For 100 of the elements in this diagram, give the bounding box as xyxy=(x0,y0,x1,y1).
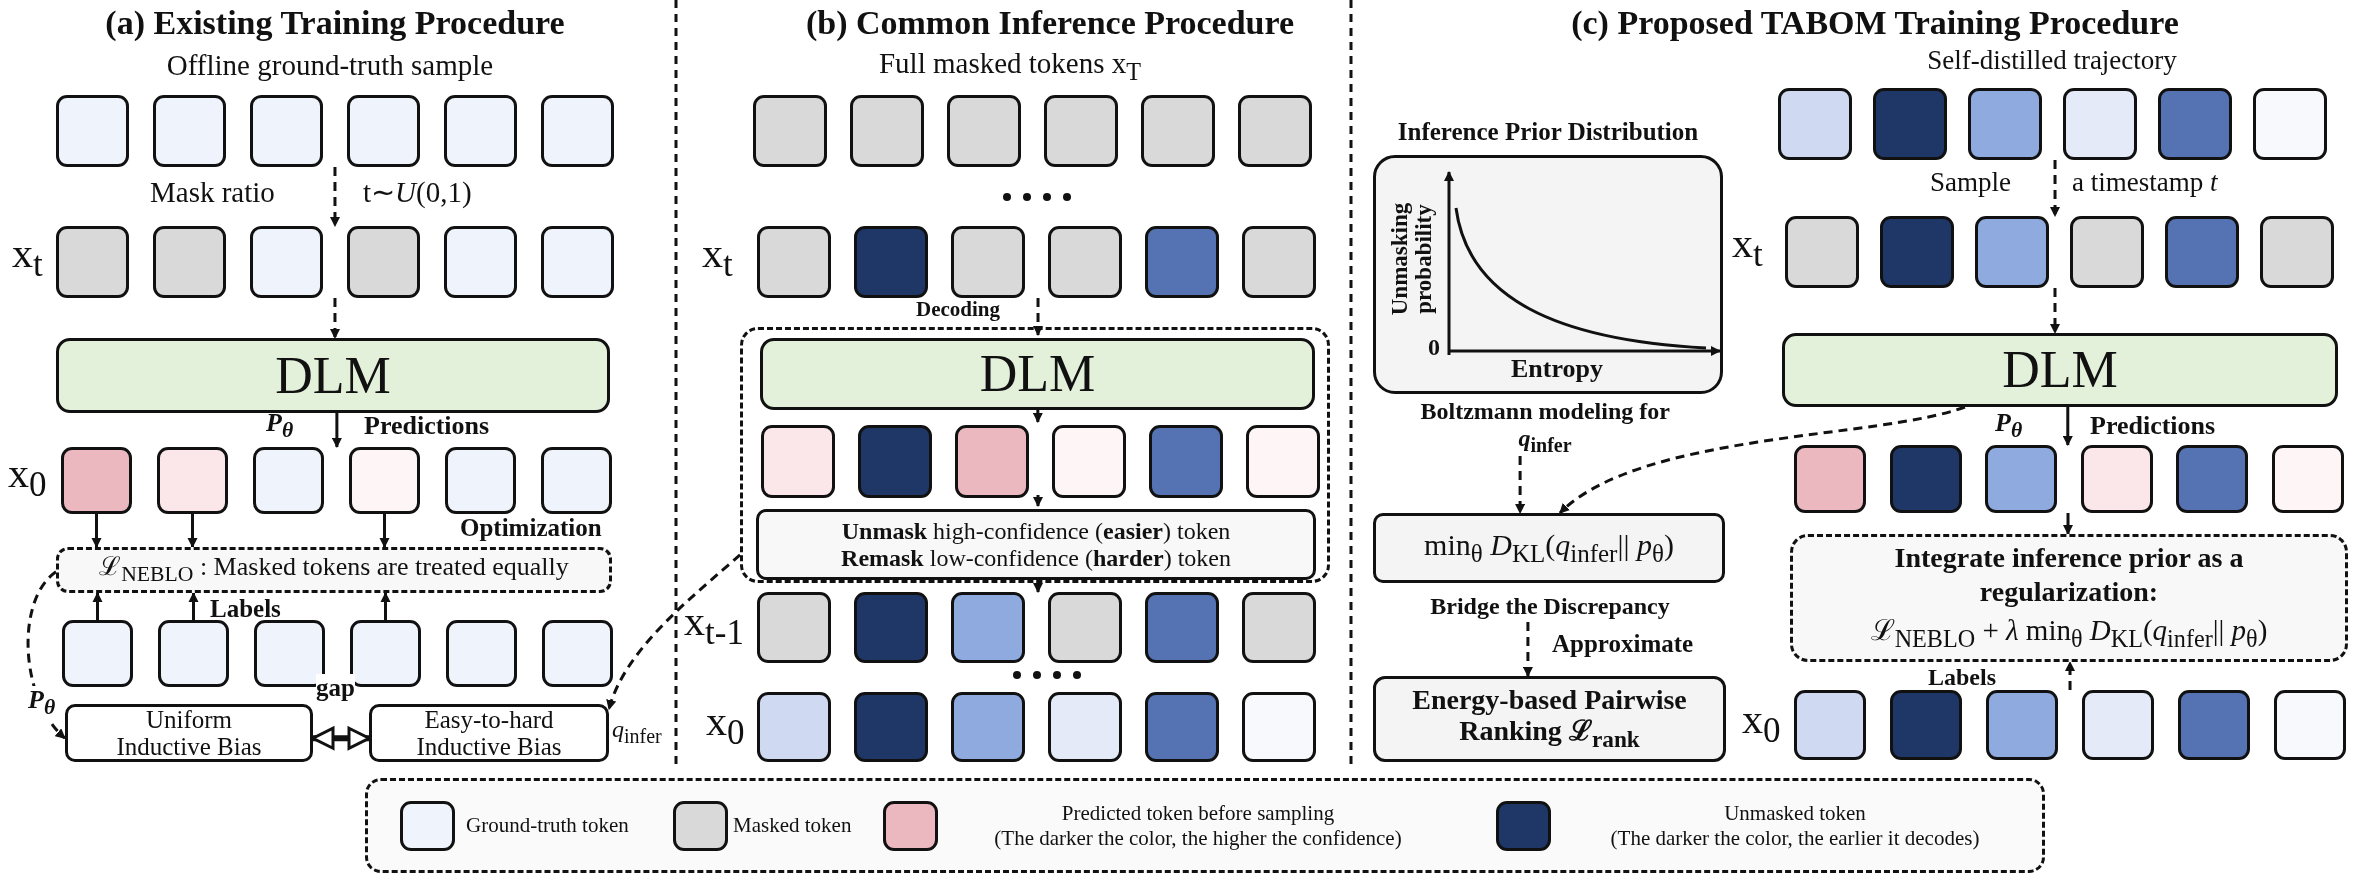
token-square xyxy=(2165,216,2239,288)
token-square xyxy=(2082,690,2154,760)
row-label: x$_{t}$ xyxy=(12,230,43,285)
token-square xyxy=(1145,592,1219,663)
token-square xyxy=(1242,226,1316,298)
token-square xyxy=(955,425,1029,498)
token-square xyxy=(951,692,1025,762)
token-square xyxy=(1145,692,1219,762)
token-square xyxy=(1880,216,1954,288)
regularization-text: Integrate inference prior as a regularization: xyxy=(1893,541,2245,609)
token-square xyxy=(444,95,517,167)
token-square xyxy=(2176,445,2248,513)
token-square xyxy=(61,447,132,514)
arrow xyxy=(92,592,103,620)
token-square xyxy=(157,447,228,514)
row-label: x$_{t}$ xyxy=(702,230,733,285)
arrow xyxy=(188,592,199,620)
row-label: x$_{t-1}$ xyxy=(684,598,744,653)
double-arrow xyxy=(311,726,371,750)
model-box: DLM xyxy=(56,338,610,413)
inductive-bias-box: Uniform Inductive Bias xyxy=(65,704,313,762)
row-caption: Full masked tokens x$_{T}$ xyxy=(878,48,1142,86)
legend-text: Ground-truth token xyxy=(466,813,629,839)
row-label: x$_{t}$ xyxy=(1732,220,1763,275)
token-square xyxy=(858,425,932,498)
token-square xyxy=(153,226,226,298)
edge-label: Decoding xyxy=(916,298,1000,322)
token-square xyxy=(1968,88,2042,160)
token-square xyxy=(253,447,324,514)
token-square xyxy=(1986,690,2058,760)
token-square xyxy=(1141,95,1215,167)
annotation-text: Predictions xyxy=(364,412,490,441)
inductive-bias-box: Easy-to-hard Inductive Bias xyxy=(369,704,609,762)
token-square xyxy=(757,592,831,663)
token-square xyxy=(761,425,835,498)
edge-label: P$_{θ}$ xyxy=(28,686,56,720)
token-square xyxy=(541,95,614,167)
token-square xyxy=(951,592,1025,663)
token-square xyxy=(850,95,924,167)
math-symbol: P$_{θ}$ xyxy=(1995,409,2023,443)
token-square xyxy=(347,95,420,167)
token-square xyxy=(62,620,133,687)
token-square xyxy=(541,447,612,514)
token-square xyxy=(153,95,226,167)
token-square xyxy=(1785,216,1859,288)
token-square xyxy=(2158,88,2232,160)
annotation-text: Boltzmann modeling for q$_{infer}$ xyxy=(1395,398,1695,456)
token-square xyxy=(1145,226,1219,298)
token-square xyxy=(947,95,1021,167)
model-box: DLM xyxy=(1782,333,2338,407)
token-square xyxy=(1238,95,1312,167)
arrow xyxy=(91,514,102,548)
dashed-group-frame xyxy=(740,327,1330,583)
arrow xyxy=(331,413,342,448)
arrow xyxy=(1522,622,1533,677)
token-square xyxy=(854,592,928,663)
arrow xyxy=(1032,495,1044,507)
annotation-text: a timestamp t xyxy=(2072,168,2218,198)
chart-title: Inference Prior Distribution xyxy=(1396,118,1700,147)
objective-box: min$_{θ}$ D$_{KL}$(q$_{infer}$|| p$_{θ}$) xyxy=(1373,513,1725,583)
token-square xyxy=(1048,226,1122,298)
token-square xyxy=(444,226,517,298)
arrow xyxy=(2049,288,2061,334)
token-square xyxy=(854,692,928,762)
legend-text: Predicted token before sampling (The darker the color, the higher the confidence) xyxy=(993,801,1403,852)
annotation-text: Predictions xyxy=(2090,412,2216,441)
token-square xyxy=(1975,216,2049,288)
token-square xyxy=(56,226,129,298)
annotation-text: Optimization xyxy=(460,514,602,542)
edge-label: gap xyxy=(316,674,355,702)
arrow xyxy=(607,553,741,711)
token-square xyxy=(349,447,420,514)
row-label: x$_{0}$ xyxy=(1742,696,1781,751)
regularization-box xyxy=(1790,534,2348,662)
panel-title: (a) Existing Training Procedure xyxy=(105,4,565,42)
row-caption: Offline ground-truth sample xyxy=(166,50,494,82)
token-square xyxy=(2070,216,2144,288)
token-square xyxy=(854,226,928,298)
row-label: x$_{0}$ xyxy=(706,698,745,753)
token-square xyxy=(753,95,827,167)
token-square xyxy=(347,226,420,298)
arrow xyxy=(187,514,198,548)
annotation-text: Bridge the Discrepancy xyxy=(1390,590,1710,622)
token-square xyxy=(951,226,1025,298)
token-square xyxy=(1873,88,1947,160)
formula-text: ℒ$_{NEBLO}$ + λ min$_{θ}$ D$_{KL}$(q$_{infer}$|| p$_{θ}$) xyxy=(1869,615,2269,653)
token-square xyxy=(1889,445,1962,513)
token-square xyxy=(1246,425,1320,498)
token-square xyxy=(542,620,613,687)
token-square xyxy=(2274,690,2346,760)
annotation-text: Labels xyxy=(1928,664,1996,691)
token-square xyxy=(1890,690,1962,760)
token-square xyxy=(2080,445,2153,513)
token-square xyxy=(541,226,614,298)
model-box: DLM xyxy=(760,338,1315,410)
token-square xyxy=(1149,425,1223,498)
panel-title: (b) Common Inference Procedure xyxy=(805,4,1295,42)
annotation-text: Labels xyxy=(210,595,281,623)
arrow xyxy=(329,167,341,227)
token-square xyxy=(1242,592,1316,663)
